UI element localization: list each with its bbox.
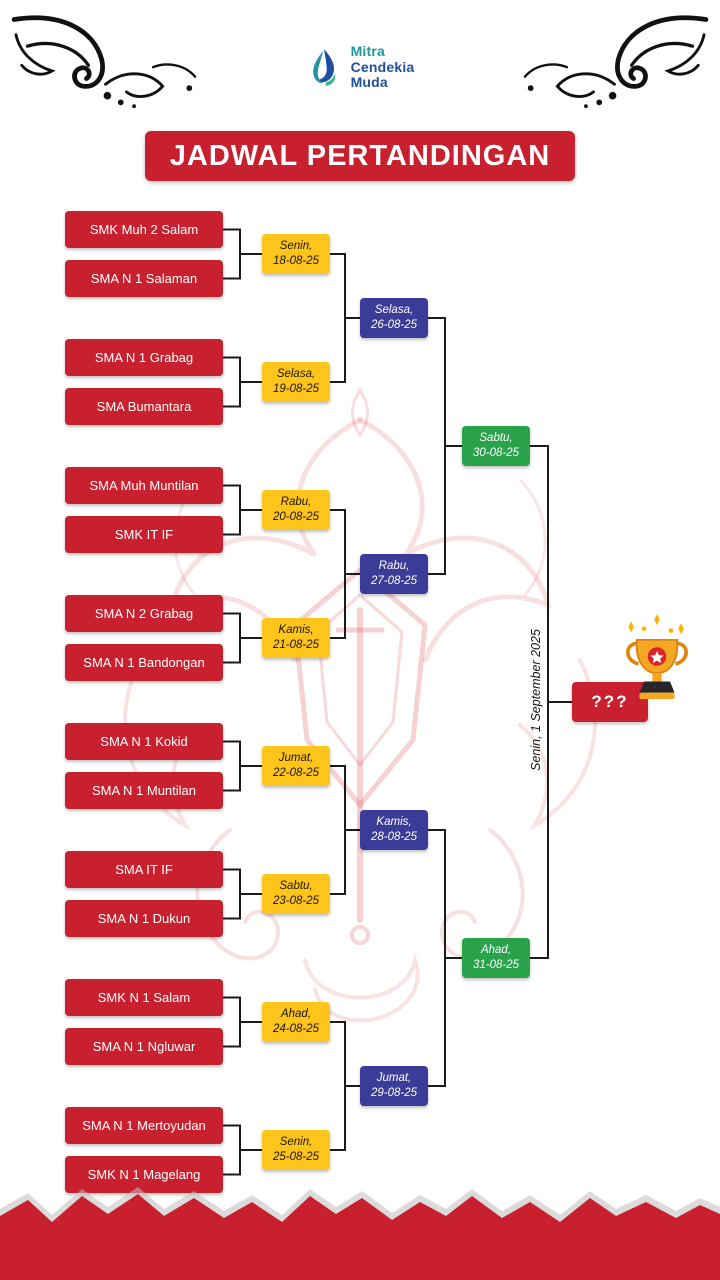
team-box: SMA N 1 Muntilan	[65, 772, 223, 809]
match-day: Jumat,	[376, 1072, 412, 1085]
match-day: Ahad,	[280, 1008, 312, 1021]
final-winner-box: ???	[572, 682, 648, 722]
round1-date-box: Jumat, 22-08-25	[262, 746, 330, 786]
match-date: 24-08-25	[272, 1023, 320, 1035]
match-day: Senin,	[279, 240, 313, 253]
match-date: 26-08-25	[370, 319, 418, 331]
semifinal-date-box: Sabtu, 30-08-25	[462, 426, 530, 466]
logo-line-2: Cendekia	[350, 58, 415, 75]
team-box: SMA N 1 Dukun	[65, 900, 223, 937]
match-day: Rabu,	[378, 560, 410, 573]
final-date-label: Senin, 1 September 2025	[529, 629, 543, 771]
match-day: Rabu,	[280, 496, 312, 509]
match-date: 28-08-25	[370, 831, 418, 843]
match-day: Sabtu,	[279, 880, 313, 893]
torn-paper-edge	[0, 1187, 720, 1280]
team-box: SMA N 1 Ngluwar	[65, 1028, 223, 1065]
trophy-icon	[626, 613, 688, 700]
team-box: SMK N 1 Salam	[65, 979, 223, 1016]
match-day: Sabtu,	[479, 432, 513, 445]
match-day: Kamis,	[278, 624, 314, 637]
team-box: SMA N 2 Grabag	[65, 595, 223, 632]
title-banner: JADWAL PERTANDINGAN	[145, 131, 575, 181]
match-date: 30-08-25	[472, 447, 520, 459]
match-day: Jumat,	[278, 752, 314, 765]
match-date: 27-08-25	[370, 575, 418, 587]
match-date: 31-08-25	[472, 959, 520, 971]
round2-date-box: Kamis, 28-08-25	[360, 810, 428, 850]
logo-wordmark: Mitra Cendekia Muda	[350, 43, 415, 91]
round1-date-box: Rabu, 20-08-25	[262, 490, 330, 530]
match-date: 23-08-25	[272, 895, 320, 907]
semifinal-date-box: Ahad, 31-08-25	[462, 938, 530, 978]
round1-date-box: Senin, 18-08-25	[262, 234, 330, 274]
round2-date-box: Selasa, 26-08-25	[360, 298, 428, 338]
round1-date-box: Ahad, 24-08-25	[262, 1002, 330, 1042]
match-day: Ahad,	[480, 944, 512, 957]
corner-flourish-left-icon	[11, 15, 197, 109]
sparkles	[628, 613, 684, 635]
logo-line-1: Mitra	[350, 43, 386, 59]
team-box: SMA N 1 Kokid	[65, 723, 223, 760]
team-box: SMK IT IF	[65, 516, 223, 553]
team-box: SMK Muh 2 Salam	[65, 211, 223, 248]
team-box: SMA N 1 Grabag	[65, 339, 223, 376]
round2-date-box: Rabu, 27-08-25	[360, 554, 428, 594]
match-date: 21-08-25	[272, 639, 320, 651]
team-box: SMA N 1 Bandongan	[65, 644, 223, 681]
match-date: 29-08-25	[370, 1087, 418, 1099]
match-day: Selasa,	[374, 304, 414, 317]
logo: Mitra Cendekia Muda	[0, 43, 720, 91]
round1-date-box: Sabtu, 23-08-25	[262, 874, 330, 914]
match-date: 18-08-25	[272, 255, 320, 267]
corner-flourish-right-icon	[523, 15, 709, 109]
match-day: Kamis,	[376, 816, 412, 829]
page-title: JADWAL PERTANDINGAN	[169, 139, 551, 172]
logo-drop-icon	[312, 48, 335, 86]
team-box: SMA N 1 Mertoyudan	[65, 1107, 223, 1144]
logo-line-3: Muda	[350, 74, 388, 91]
team-box: SMA IT IF	[65, 851, 223, 888]
team-box: SMK N 1 Magelang	[65, 1156, 223, 1193]
team-box: SMA N 1 Salaman	[65, 260, 223, 297]
match-date: 22-08-25	[272, 767, 320, 779]
round1-date-box: Kamis, 21-08-25	[262, 618, 330, 658]
match-date: 19-08-25	[272, 383, 320, 395]
trophy-cup	[626, 638, 688, 700]
team-box: SMA Bumantara	[65, 388, 223, 425]
match-day: Selasa,	[276, 368, 316, 381]
match-date: 20-08-25	[272, 511, 320, 523]
match-day: Senin,	[279, 1136, 313, 1149]
round1-date-box: Selasa, 19-08-25	[262, 362, 330, 402]
round2-date-box: Jumat, 29-08-25	[360, 1066, 428, 1106]
round1-date-box: Senin, 25-08-25	[262, 1130, 330, 1170]
match-date: 25-08-25	[272, 1151, 320, 1163]
team-box: SMA Muh Muntilan	[65, 467, 223, 504]
